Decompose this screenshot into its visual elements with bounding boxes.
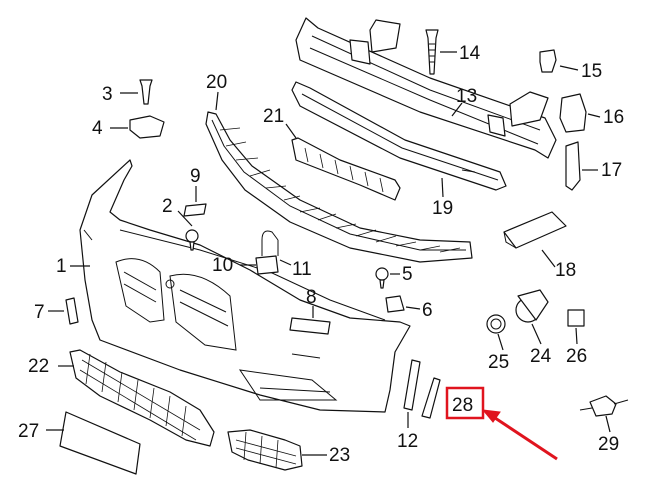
part-labels: 1 2 3 4 5 6 7 8 9 10 11 12 13 14 15 16 1… bbox=[18, 43, 624, 466]
part-label: 5 bbox=[402, 264, 413, 285]
part-label: 22 bbox=[28, 356, 49, 377]
trim-28-drawing bbox=[421, 377, 441, 419]
part-label: 4 bbox=[92, 118, 103, 139]
part-label: 11 bbox=[292, 259, 312, 280]
part-label: 1 bbox=[56, 256, 67, 277]
small-parts bbox=[65, 29, 629, 417]
part-label: 14 bbox=[459, 43, 481, 64]
part-label: 23 bbox=[329, 445, 350, 466]
part-label: 24 bbox=[530, 346, 552, 367]
part-label: 2 bbox=[162, 196, 173, 217]
strip-12-drawing bbox=[403, 359, 421, 411]
part-label: 6 bbox=[422, 300, 433, 321]
grille-22-drawing bbox=[69, 349, 215, 447]
part-label: 13 bbox=[456, 86, 477, 107]
part-label: 25 bbox=[488, 352, 509, 373]
part-label: 15 bbox=[581, 61, 602, 82]
part-label: 26 bbox=[566, 346, 587, 367]
part-label: 3 bbox=[102, 84, 113, 105]
part-label: 7 bbox=[34, 302, 45, 323]
plate-27-drawing bbox=[59, 411, 141, 475]
highlight-box bbox=[445, 386, 485, 420]
absorber-20-drawing bbox=[205, 111, 473, 263]
part-label: 21 bbox=[263, 106, 284, 127]
leader-lines bbox=[46, 51, 611, 456]
part-label: 16 bbox=[603, 107, 624, 128]
part-label: 19 bbox=[432, 198, 453, 219]
bumper-cover-drawing bbox=[79, 159, 411, 413]
part-label: 29 bbox=[598, 434, 619, 455]
grille-23-drawing bbox=[227, 429, 303, 471]
part-label: 12 bbox=[397, 431, 418, 452]
part-label: 18 bbox=[555, 260, 576, 281]
highlight-callout bbox=[445, 386, 558, 461]
part-label-highlighted: 28 bbox=[452, 395, 473, 416]
highlight-arrow-icon bbox=[485, 410, 558, 461]
impact-bar-drawing bbox=[295, 17, 557, 159]
part-label: 27 bbox=[18, 421, 39, 442]
part-label: 9 bbox=[190, 166, 201, 187]
part-label: 10 bbox=[212, 255, 233, 276]
highlight-arrowhead-icon bbox=[481, 409, 501, 423]
part-label: 20 bbox=[206, 72, 227, 93]
part-label: 17 bbox=[601, 160, 622, 181]
part-label: 8 bbox=[306, 287, 317, 308]
lower-strip-drawing bbox=[291, 81, 507, 191]
absorber-21-drawing bbox=[291, 137, 401, 201]
